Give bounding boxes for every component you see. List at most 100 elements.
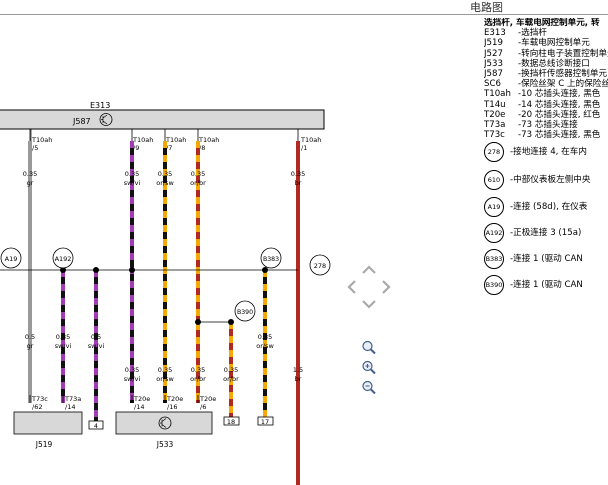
pin-connector: T10ah — [300, 136, 321, 144]
page-ref-4[interactable]: 4 — [88, 420, 104, 430]
pin-connector: T20e — [199, 395, 216, 403]
wire-size: 1.5 — [293, 366, 303, 374]
wire-size: 0.35 — [258, 333, 272, 341]
top-pin: T10ah /5 — [30, 129, 52, 152]
pin-connector: T10ah — [165, 136, 186, 144]
zoom-fit-icon[interactable] — [362, 340, 376, 355]
pin-connector: T20e — [166, 395, 183, 403]
wire-color: br — [295, 375, 302, 383]
ground-ref-278: 278 — [309, 254, 331, 276]
svg-text:A19: A19 — [5, 255, 18, 263]
pin-number: /5 — [32, 144, 38, 152]
j533-label: J533 — [156, 440, 174, 449]
legend-item: T10ah-10 芯插头连接, 黑色 — [484, 89, 601, 100]
wire-color: or/sw — [156, 375, 174, 383]
chevron-right-icon[interactable] — [382, 280, 391, 294]
wire-color: or/sw — [156, 179, 174, 187]
legend-item: T20e-20 芯插头连接, 红色 — [484, 109, 601, 120]
splice-a19: A19 — [0, 247, 22, 269]
splice-a192: A192 — [52, 247, 74, 269]
pin-connector: T73c — [31, 395, 48, 403]
page-ref-18[interactable]: 18 — [223, 416, 240, 426]
splice-b390: B390 — [234, 300, 256, 322]
pin-connector: T10ah — [132, 136, 153, 144]
j519-unit: J519 — [13, 411, 83, 449]
zoom-control — [361, 340, 377, 394]
wire-size: 0.35 — [158, 170, 172, 178]
svg-text:278: 278 — [314, 262, 326, 270]
pin-number: /62 — [32, 403, 42, 411]
pin-number: /6 — [200, 403, 206, 411]
svg-text:4: 4 — [94, 422, 98, 430]
title-bar: 电路图 — [0, 0, 608, 15]
legend-item: J527-转向柱电子装置控制单元 — [484, 48, 608, 59]
pin-number: /14 — [134, 403, 144, 411]
svg-text:B390: B390 — [237, 309, 253, 316]
wire-size: 0.5 — [91, 333, 101, 341]
legend-panel: 选挡杆, 车载电网控制单元, 转 E313-选挡杆 J519-车载电网控制单元 … — [484, 18, 608, 296]
transistor-icon — [99, 113, 113, 126]
legend-ref-item: A19-连接 (58d), 在仪表 — [484, 197, 608, 218]
legend-item: J587-换挡杆传感器控制单元 — [484, 69, 608, 80]
wire-color: sw/vi — [124, 179, 141, 187]
e313-label: E313 — [90, 101, 110, 110]
wire-size: 0.35 — [191, 366, 205, 374]
zoom-out-icon[interactable] — [362, 380, 376, 394]
pin-number: /7 — [166, 144, 172, 152]
wire-color: sw/vi — [55, 342, 72, 350]
transistor-icon — [158, 416, 172, 430]
j519-label: J519 — [35, 440, 53, 449]
chevron-up-icon[interactable] — [362, 265, 376, 274]
splice-b383: B383 — [260, 247, 282, 269]
legend-ref-item: B390-连接 1 (驱动 CAN — [484, 275, 608, 296]
wire-color: or/br — [223, 375, 239, 383]
wire-size: 0.35 — [291, 170, 305, 178]
wire-size: 0.5 — [25, 333, 35, 341]
chevron-down-icon[interactable] — [362, 300, 376, 309]
legend-ref-item: 610-中部仪表板左侧中央 — [484, 170, 608, 191]
pin-number: /14 — [65, 403, 75, 411]
svg-text:B383: B383 — [263, 256, 279, 263]
j587-label: J587 — [72, 117, 91, 126]
top-pin: T10ah /8 — [198, 136, 219, 152]
wire-size: 0.35 — [224, 366, 238, 374]
wire-color: br — [295, 179, 302, 187]
wire-size: 0.35 — [56, 333, 70, 341]
legend-item: T73a-73 芯插头连接 — [484, 120, 578, 131]
pin-connector: T10ah — [198, 136, 219, 144]
zoom-in-icon[interactable] — [362, 360, 376, 375]
svg-text:18: 18 — [227, 418, 235, 426]
wiring-diagram: E313 J587 T10ah /5 T10ah /9 T10ah /7 T10… — [0, 101, 331, 485]
wire-color: gr — [27, 179, 34, 187]
top-pin: T10ah /1 — [300, 136, 321, 152]
page-title: 电路图 — [470, 1, 503, 14]
pin-connector: T20e — [133, 395, 150, 403]
wire-size: 0.35 — [125, 170, 139, 178]
pin-connector: T10ah — [31, 136, 52, 144]
j587-unit — [0, 109, 325, 130]
top-pin: T10ah /7 — [165, 136, 186, 152]
wire-color: or/br — [190, 179, 206, 187]
wire-color: or/br — [190, 375, 206, 383]
wire-color: sw/vi — [88, 342, 105, 350]
pin-number: /16 — [167, 403, 177, 411]
legend-item: J519-车载电网控制单元 — [484, 38, 590, 49]
legend-item: E313-选挡杆 — [484, 28, 547, 39]
pin-connector: T73a — [64, 395, 81, 403]
legend-ref-item: A192-正极连接 3 (15a) — [484, 223, 608, 244]
wire-size: 0.35 — [23, 170, 37, 178]
legend-item: J533-数据总线诊断接口 — [484, 58, 590, 69]
legend-item: T14u-14 芯插头连接, 黑色 — [484, 99, 601, 110]
wire-size: 0.35 — [158, 366, 172, 374]
top-pin: T10ah /9 — [132, 136, 153, 152]
page-ref-17[interactable]: 17 — [257, 416, 274, 426]
chevron-left-icon[interactable] — [347, 280, 356, 294]
wire-size: 0.35 — [191, 170, 205, 178]
wire-size: 0.35 — [125, 366, 139, 374]
pin-number: /1 — [301, 144, 307, 152]
pan-control — [345, 261, 393, 313]
wire-color: or/sw — [256, 342, 274, 350]
legend-ref-item: 278-接地连接 4, 在车内 — [484, 142, 608, 163]
pin-number: /8 — [199, 144, 205, 152]
svg-text:A192: A192 — [55, 255, 72, 263]
